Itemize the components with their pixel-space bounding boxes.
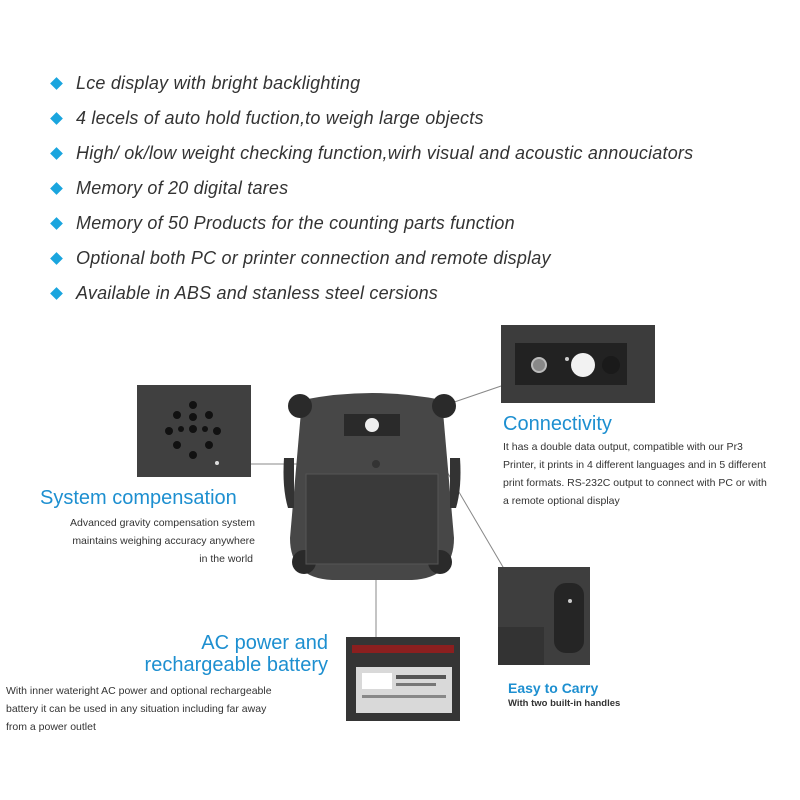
diamond-bullet-icon <box>50 287 63 300</box>
ac-power-title: AC power and rechargeable battery <box>6 632 328 676</box>
scale-bottom-view <box>282 388 462 584</box>
system-compensation-title: System compensation <box>40 487 237 509</box>
feature-item: Memory of 50 Products for the counting p… <box>50 206 693 241</box>
easy-carry-callout: Easy to Carry With two built-in handles <box>508 680 708 709</box>
scale-body-icon <box>283 393 461 580</box>
system-compensation-callout: System compensation Advanced gravity com… <box>40 487 257 568</box>
feature-text: Optional both PC or printer connection a… <box>76 248 551 268</box>
handle-closeup <box>498 567 590 665</box>
description-line: in the world <box>199 553 253 565</box>
system-compensation-description: Advanced gravity compensation system mai… <box>40 514 255 568</box>
feature-text: Available in ABS and stanless steel cers… <box>76 283 438 303</box>
speaker-holes-icon <box>165 401 221 465</box>
feature-text: Memory of 50 Products for the counting p… <box>76 213 515 233</box>
speaker-closeup <box>137 385 251 477</box>
connectivity-description: It has a double data output, compatible … <box>503 438 793 510</box>
ac-power-title-line: rechargeable battery <box>144 654 328 676</box>
connectivity-title: Connectivity <box>503 413 612 435</box>
easy-carry-title: Easy to Carry <box>508 680 599 696</box>
feature-text: Memory of 20 digital tares <box>76 178 289 198</box>
ac-power-description: With inner wateright AC power and option… <box>6 682 328 736</box>
description-line: from a power outlet <box>6 721 96 733</box>
feature-list: Lce display with bright backlighting 4 l… <box>50 66 694 311</box>
battery-icon <box>352 645 454 713</box>
diamond-bullet-icon <box>50 77 63 90</box>
connector-ports-icon <box>515 343 627 385</box>
description-line: Printer, it prints in 4 different langua… <box>503 459 766 471</box>
ac-power-callout: AC power and rechargeable battery With i… <box>6 632 328 736</box>
diamond-bullet-icon <box>50 182 63 195</box>
description-line: It has a double data output, compatible … <box>503 441 743 453</box>
feature-text: 4 lecels of auto hold fuction,to weigh l… <box>76 108 484 128</box>
diamond-bullet-icon <box>50 147 63 160</box>
diamond-bullet-icon <box>50 112 63 125</box>
easy-carry-subtitle: With two built-in handles <box>508 698 621 709</box>
feature-item: 4 lecels of auto hold fuction,to weigh l… <box>50 101 693 136</box>
feature-item: Memory of 20 digital tares <box>50 171 693 206</box>
diamond-bullet-icon <box>50 252 63 265</box>
battery-closeup <box>346 637 460 721</box>
feature-text: High/ ok/low weight checking function,wi… <box>76 143 694 163</box>
feature-text: Lce display with bright backlighting <box>76 73 361 93</box>
feature-item: High/ ok/low weight checking function,wi… <box>50 136 694 171</box>
diamond-bullet-icon <box>50 217 63 230</box>
ac-power-title-line: AC power and <box>201 632 328 654</box>
handle-recess-icon <box>498 583 584 665</box>
description-line: With inner wateright AC power and option… <box>6 685 272 697</box>
description-line: Advanced gravity compensation system <box>69 517 255 529</box>
feature-item: Lce display with bright backlighting <box>50 66 693 101</box>
connector-closeup <box>501 325 655 403</box>
description-line: battery it can be used in any situation … <box>6 703 267 715</box>
description-line: a remote optional display <box>503 495 620 507</box>
feature-item: Available in ABS and stanless steel cers… <box>50 276 693 311</box>
description-line: print formats. RS-232C output to connect… <box>503 477 767 489</box>
description-line: maintains weighing accuracy anywhere <box>72 535 255 547</box>
connectivity-callout: Connectivity It has a double data output… <box>503 413 793 510</box>
feature-item: Optional both PC or printer connection a… <box>50 241 693 276</box>
